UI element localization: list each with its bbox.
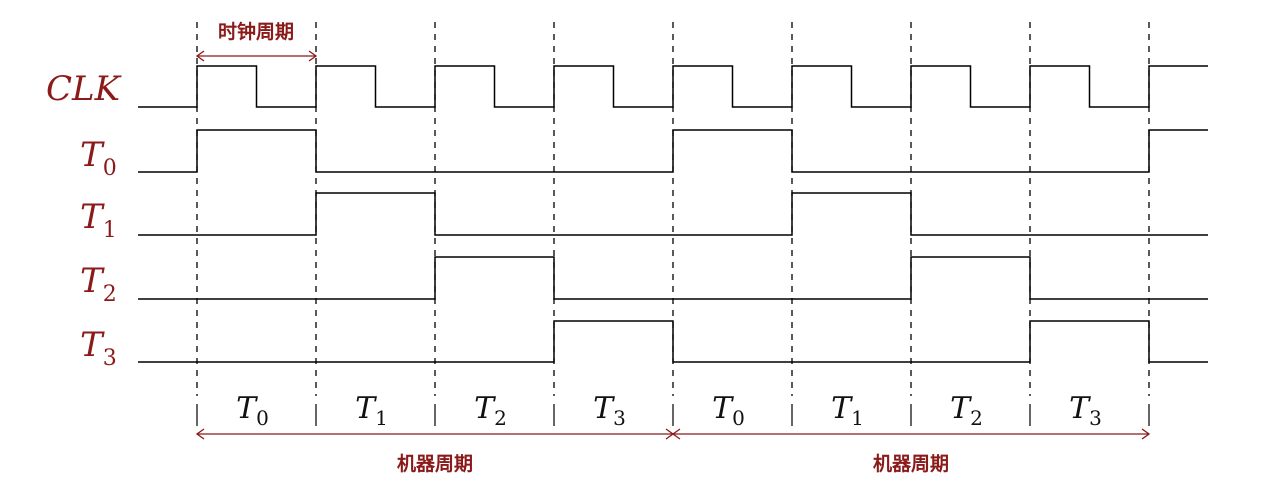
- signal-name: CLK: [46, 69, 123, 109]
- time-slot-labels: T0 T1 T2 T3 T0 T1 T2 T3: [196, 391, 1150, 430]
- machine-cycle-arrow: [195, 428, 675, 440]
- waveform-t3: [138, 320, 1208, 363]
- waveform-t0: [138, 129, 1208, 173]
- signal-name: T: [80, 135, 105, 175]
- slot-label: T1: [831, 391, 864, 430]
- slot-label: T2: [950, 391, 983, 430]
- machine-cycle-label: 机器周期: [873, 453, 949, 475]
- slot-label: T1: [355, 391, 388, 430]
- slot-label: T3: [593, 391, 626, 430]
- slot-label: T2: [474, 391, 507, 430]
- signal-label-t0: T0: [80, 135, 117, 181]
- waveform-clk: [138, 65, 1208, 108]
- signal-name: T: [80, 261, 105, 301]
- waveform-t1: [138, 192, 1208, 236]
- clock-period-annotation: 时钟周期: [195, 20, 318, 62]
- machine-cycle-label: 机器周期: [397, 453, 473, 475]
- signal-label-clk: CLK: [46, 69, 123, 109]
- machine-cycle-arrow: [671, 428, 1151, 440]
- signal-name: T: [80, 325, 105, 365]
- signal-subscript: 3: [103, 346, 117, 371]
- slot-label: T0: [236, 391, 269, 430]
- clock-period-label: 时钟周期: [218, 20, 294, 43]
- signal-label-t3: T3: [80, 325, 117, 371]
- clock-period-arrow: [195, 50, 318, 62]
- signal-subscript: 2: [103, 282, 117, 307]
- waveforms: [138, 65, 1208, 363]
- slot-label: T0: [712, 391, 745, 430]
- signal-subscript: 0: [103, 156, 117, 181]
- signal-label-t2: T2: [80, 261, 117, 307]
- slot-label: T3: [1069, 391, 1102, 430]
- machine-cycle-annotation: 机器周期 机器周期: [195, 428, 1151, 475]
- waveform-t2: [138, 256, 1208, 300]
- signal-label-t1: T1: [80, 197, 117, 243]
- signal-name: T: [80, 197, 105, 237]
- signal-subscript: 1: [103, 218, 117, 243]
